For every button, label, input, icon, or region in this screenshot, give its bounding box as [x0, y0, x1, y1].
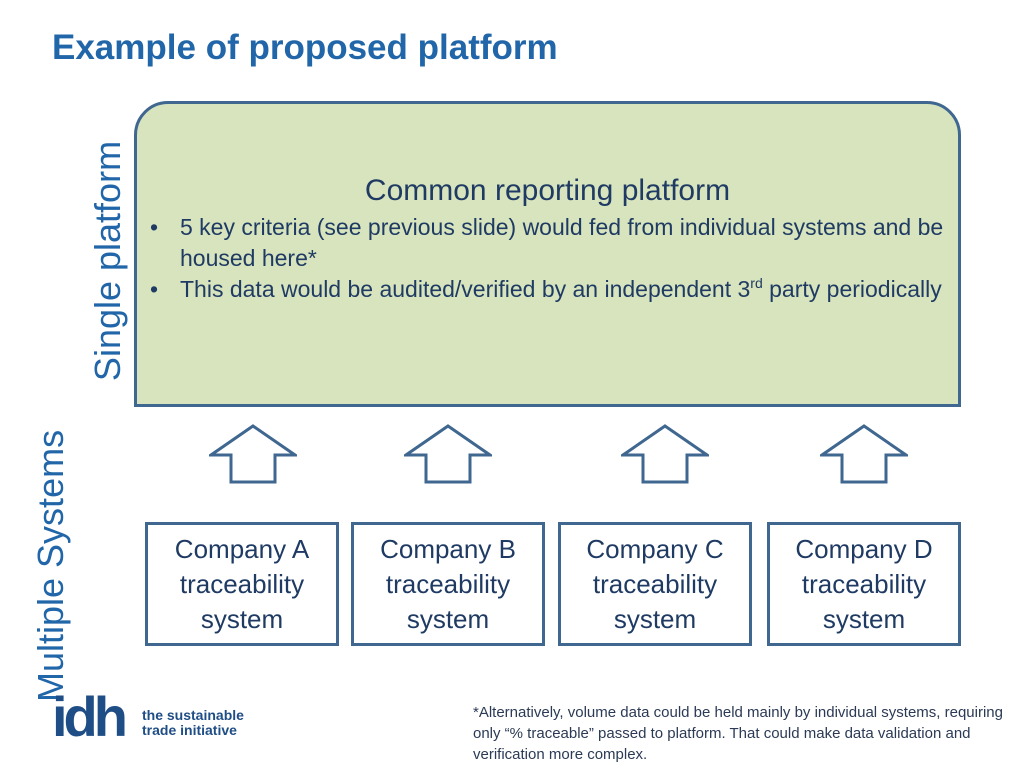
up-arrow-icon: [621, 424, 709, 484]
logo-tagline: the sustainable trade initiative: [142, 708, 244, 738]
bullet-item: •This data would be audited/verified by …: [150, 275, 942, 302]
single-platform-label: Single platform: [87, 140, 128, 382]
company-c-box: Company C traceability system: [558, 522, 752, 646]
up-arrow-icon: [820, 424, 908, 484]
platform-bullet-list: •5 key criteria (see previous slide) wou…: [145, 212, 946, 305]
slide-title: Example of proposed platform: [52, 28, 558, 67]
company-b-label: Company B traceability system: [380, 533, 516, 634]
bullet-item: •5 key criteria (see previous slide) wou…: [150, 214, 944, 271]
logo-tagline-line1: the sustainable: [142, 707, 244, 723]
company-a-box: Company A traceability system: [145, 522, 339, 646]
bullet-text: 5 key criteria (see previous slide) woul…: [180, 214, 944, 271]
idh-logo-mark: idh: [52, 690, 125, 744]
bullet-text-post: party periodically: [762, 276, 942, 302]
up-arrow-icon: [209, 424, 297, 484]
bullet-text-pre: This data would be audited/verified by a…: [180, 276, 751, 302]
logo-tagline-line2: trade initiative: [142, 722, 237, 738]
platform-title: Common reporting platform: [364, 174, 731, 207]
company-b-box: Company B traceability system: [351, 522, 545, 646]
company-c-label: Company C traceability system: [586, 533, 724, 634]
idh-logo: idh: [52, 690, 129, 744]
company-a-label: Company A traceability system: [174, 533, 310, 634]
common-reporting-platform-box: Common reporting platform •5 key criteri…: [134, 101, 961, 407]
multiple-systems-label: Multiple Systems: [30, 429, 71, 702]
up-arrow-icon: [404, 424, 492, 484]
company-d-label: Company D traceability system: [795, 533, 933, 634]
footnote: *Alternatively, volume data could be hel…: [473, 704, 1003, 763]
company-d-box: Company D traceability system: [767, 522, 961, 646]
ordinal-superscript: rd: [750, 275, 763, 291]
